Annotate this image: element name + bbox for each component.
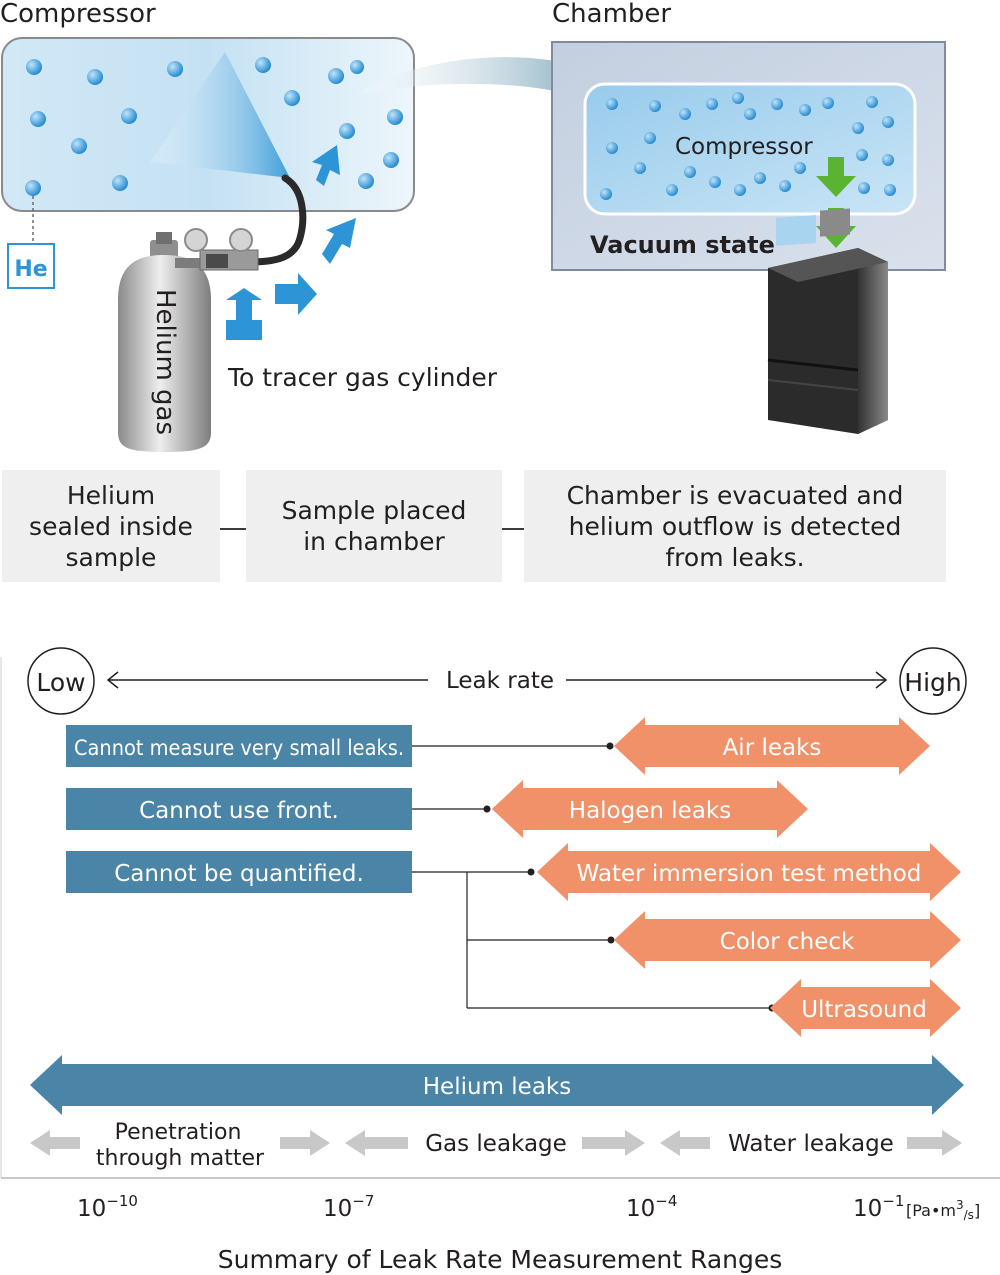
limitation-2-label: Cannot use front. bbox=[139, 798, 339, 824]
limitation-1: Cannot measure very small leaks. bbox=[66, 725, 412, 767]
method-ultrasound: Ultrasound bbox=[770, 979, 961, 1037]
step-3-box: Chamber is evacuated and helium outflow … bbox=[524, 470, 946, 582]
he-label-box: He bbox=[7, 243, 55, 289]
tick-3: 10−4 bbox=[626, 1192, 677, 1222]
helium-cylinder bbox=[118, 228, 259, 452]
connector-dots bbox=[483, 742, 776, 1012]
helium-leaks-arrow: Helium leaks bbox=[30, 1055, 964, 1115]
range-gas-leakage: Gas leakage bbox=[425, 1131, 567, 1157]
limitation-2: Cannot use front. bbox=[66, 788, 412, 830]
step-2-box: Sample placed in chamber bbox=[246, 470, 502, 582]
chamber-bubbles bbox=[600, 92, 896, 200]
chart-caption: Summary of Leak Rate Measurement Ranges bbox=[217, 1245, 783, 1274]
inner-compressor-label: Compressor bbox=[675, 134, 813, 160]
tick-4: 10−1 bbox=[853, 1192, 904, 1222]
range-arrows bbox=[30, 1130, 962, 1156]
high-label: High bbox=[904, 668, 961, 697]
step-1-box: Helium sealed inside sample bbox=[2, 470, 220, 582]
he-label: He bbox=[14, 257, 47, 282]
method-color-check-label: Color check bbox=[720, 929, 855, 955]
low-label: Low bbox=[36, 668, 85, 697]
leak-rate-axis bbox=[106, 671, 888, 689]
chamber-diagram bbox=[551, 41, 946, 271]
gas-hose bbox=[246, 174, 307, 266]
unit-label: [Pa•m3/s] bbox=[906, 1198, 980, 1222]
method-halogen-leaks: Halogen leaks bbox=[492, 780, 808, 838]
helium-leaks-label: Helium leaks bbox=[423, 1074, 571, 1100]
step-1-label: Helium sealed inside sample bbox=[29, 480, 193, 572]
range-water-leakage: Water leakage bbox=[728, 1131, 894, 1157]
connector-lines bbox=[412, 745, 772, 1009]
method-air-leaks: Air leaks bbox=[614, 717, 930, 775]
transfer-arrow bbox=[355, 52, 615, 112]
helium-bubbles bbox=[25, 57, 403, 196]
compressor-diagram bbox=[1, 37, 415, 242]
tick-2: 10−7 bbox=[323, 1192, 374, 1222]
method-color-check: Color check bbox=[614, 911, 961, 969]
limitation-1-label: Cannot measure very small leaks. bbox=[74, 736, 404, 760]
step-2-label: Sample placed in chamber bbox=[281, 496, 467, 556]
range-penetration-line2: through matter bbox=[96, 1146, 265, 1171]
step-3-label: Chamber is evacuated and helium outflow … bbox=[566, 480, 904, 572]
limitation-3: Cannot be quantified. bbox=[66, 851, 412, 893]
flow-arrows bbox=[226, 145, 356, 340]
limitation-3-label: Cannot be quantified. bbox=[114, 861, 364, 887]
method-water-immersion-label: Water immersion test method bbox=[577, 861, 922, 887]
leak-detector-device bbox=[767, 208, 888, 434]
method-ultrasound-label: Ultrasound bbox=[801, 997, 927, 1023]
low-circle bbox=[27, 647, 95, 715]
leak-rate-label: Leak rate bbox=[446, 668, 554, 694]
compressor-title: Compressor bbox=[0, 0, 156, 29]
chamber-title: Chamber bbox=[552, 0, 671, 29]
method-halogen-leaks-label: Halogen leaks bbox=[569, 798, 731, 824]
cylinder-label: Helium gas bbox=[150, 289, 180, 435]
method-water-immersion: Water immersion test method bbox=[537, 843, 961, 901]
range-penetration-line1: Penetration bbox=[115, 1120, 242, 1145]
vacuum-label: Vacuum state bbox=[590, 231, 775, 259]
method-air-leaks-label: Air leaks bbox=[723, 735, 822, 761]
tracer-label: To tracer gas cylinder bbox=[227, 363, 498, 392]
tick-1: 10−10 bbox=[77, 1192, 138, 1222]
high-circle bbox=[899, 647, 967, 715]
